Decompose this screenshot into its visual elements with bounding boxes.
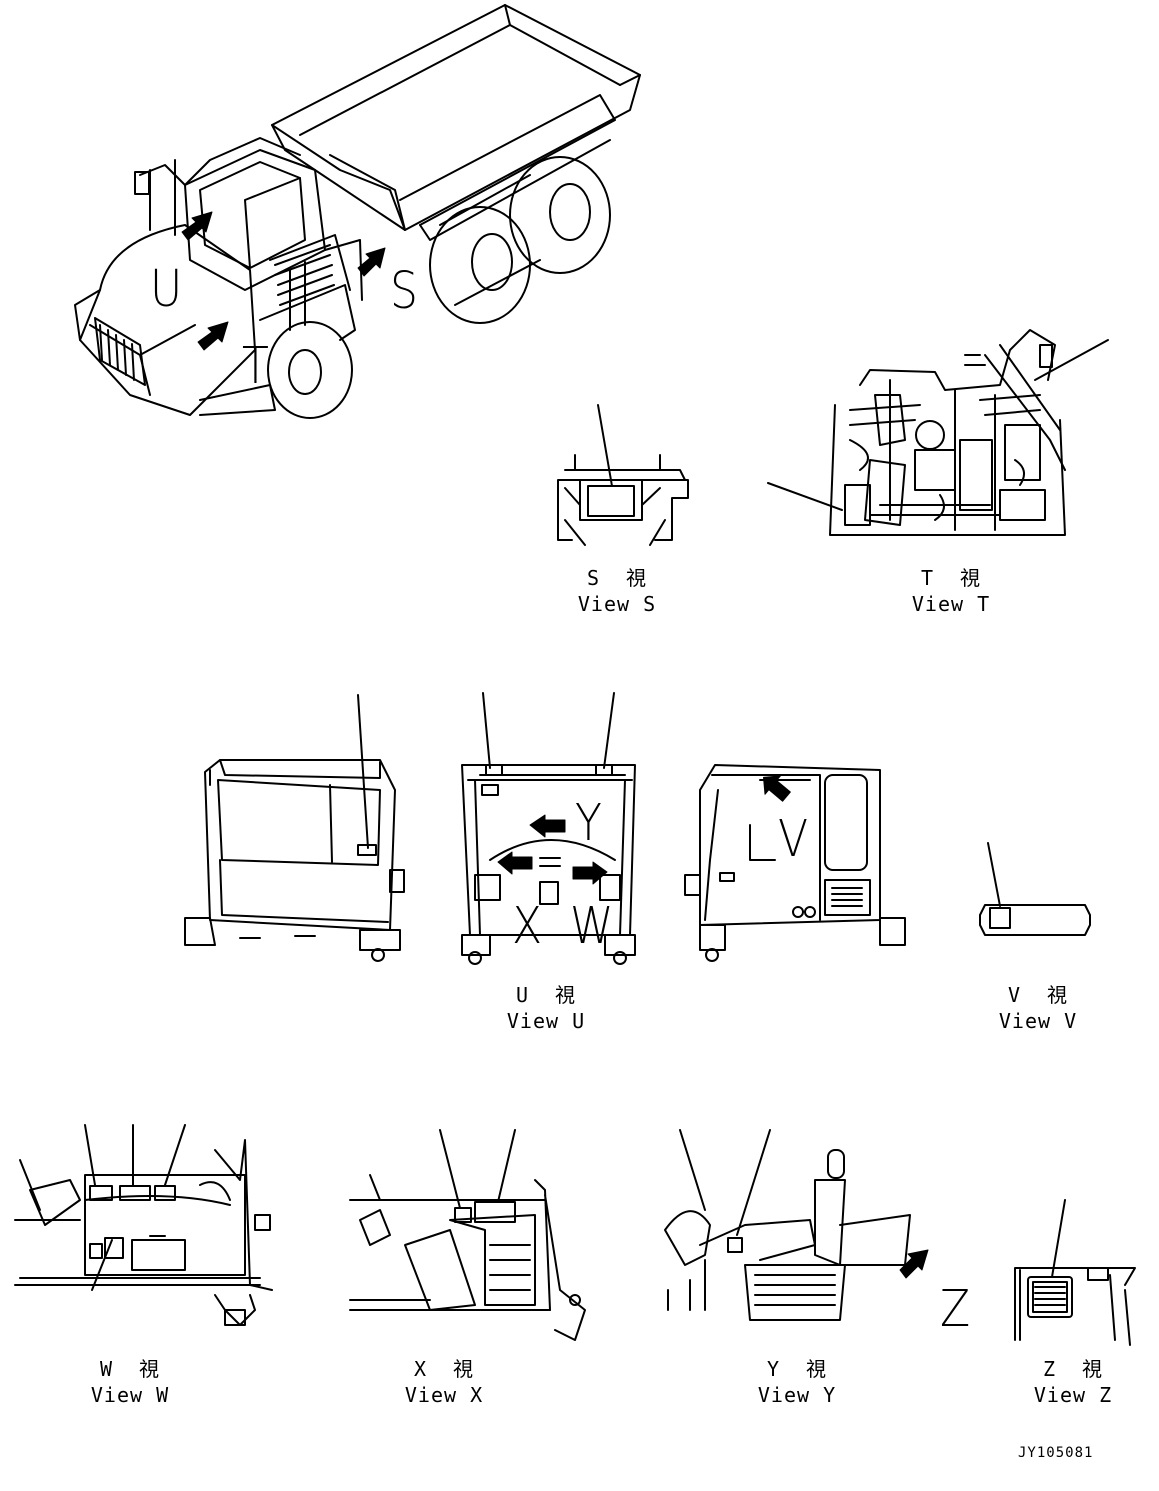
- view-v-caption-jp: V 視: [1007, 983, 1069, 1007]
- view-s-caption-en: View S: [577, 592, 657, 616]
- view-x-drawing: [349, 1129, 586, 1341]
- view-t-caption-en: View T: [911, 592, 991, 616]
- view-w-drawing: [14, 1124, 273, 1326]
- view-s-caption-jp: S 視: [586, 566, 648, 590]
- view-z-caption-jp: Z 視: [1042, 1357, 1104, 1381]
- view-w-caption-jp: W 視: [99, 1357, 161, 1381]
- callout-z-letter: Z: [940, 1280, 971, 1339]
- view-x-caption-jp: X 視: [413, 1357, 475, 1381]
- callout-t-letter: T: [242, 337, 269, 396]
- view-y-caption-jp: Y 視: [766, 1357, 828, 1381]
- view-t-drawing: [767, 329, 1109, 536]
- view-v-caption-en: View V: [998, 1009, 1078, 1033]
- dump-truck-illustration: [74, 4, 641, 419]
- view-z-drawing: [1014, 1199, 1136, 1346]
- callout-s-letter: S: [390, 262, 418, 321]
- callout-v-letter: V: [778, 810, 809, 869]
- view-t-caption-jp: T 視: [920, 566, 982, 590]
- view-y-caption-en: View Y: [757, 1383, 837, 1407]
- view-u-drawing: [184, 692, 906, 965]
- callout-y-letter: Y: [575, 794, 602, 853]
- view-w-caption-en: View W: [90, 1383, 170, 1407]
- callout-u-letter: U: [150, 260, 183, 319]
- view-x-caption-en: View X: [404, 1383, 484, 1407]
- view-s-drawing: [557, 404, 689, 546]
- view-v-drawing: [979, 842, 1091, 936]
- view-z-caption-en: View Z: [1033, 1383, 1113, 1407]
- view-y-drawing: [664, 1129, 929, 1321]
- drawing-code: JY105081: [1018, 1445, 1094, 1461]
- view-u-caption-jp: U 視: [515, 983, 577, 1007]
- view-u-caption-en: View U: [506, 1009, 586, 1033]
- callout-x-letter: X: [512, 897, 543, 956]
- callout-w-letter: W: [570, 897, 614, 956]
